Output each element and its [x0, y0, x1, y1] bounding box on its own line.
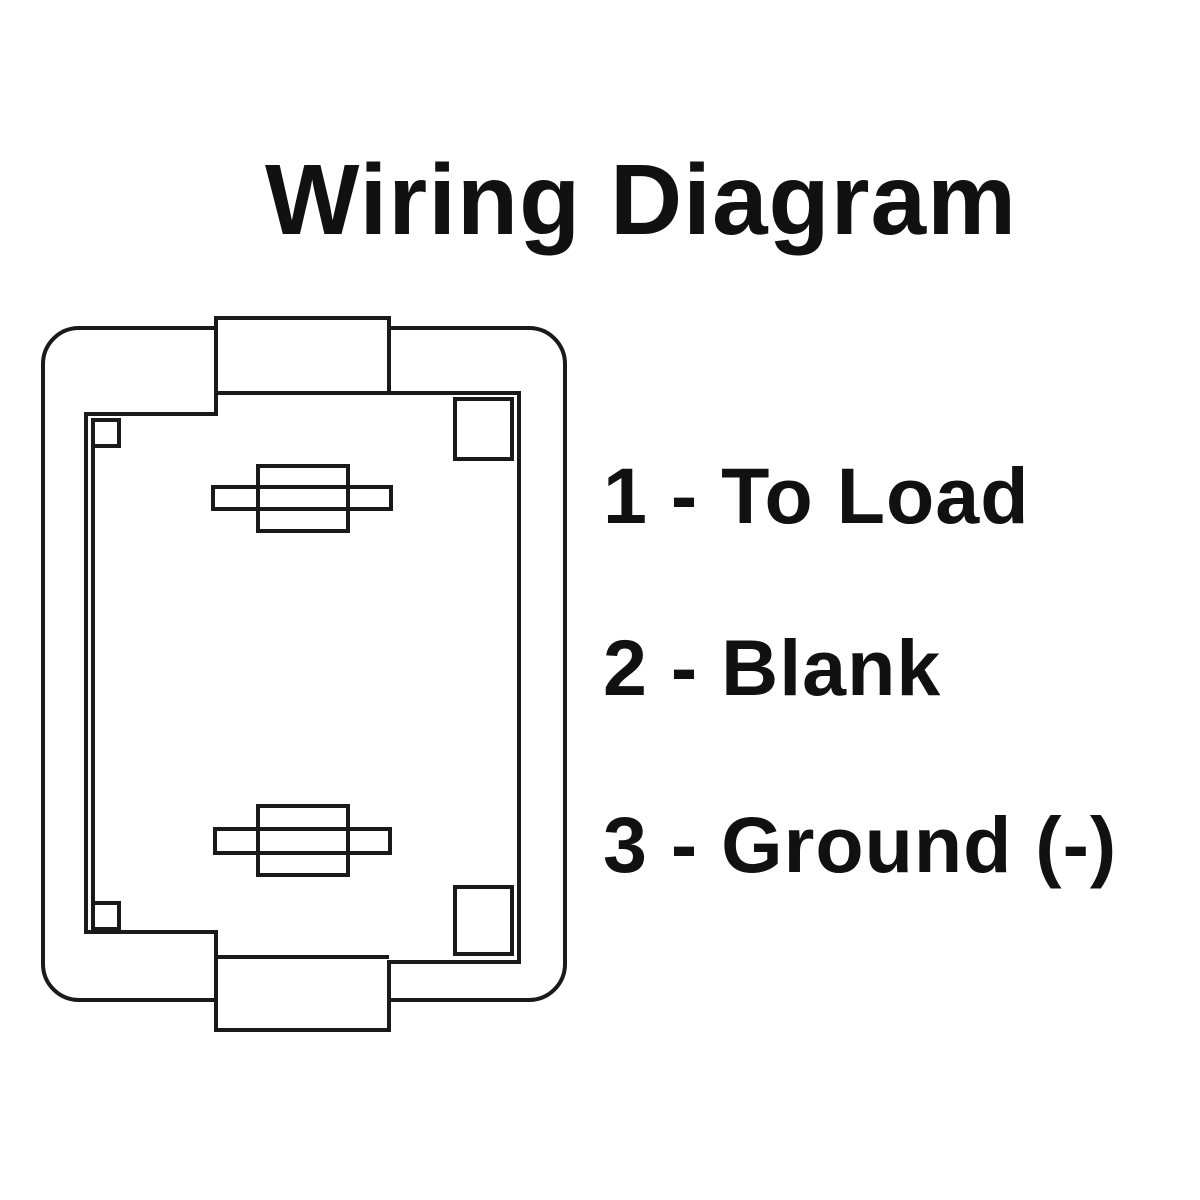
- corner-square-top-left: [91, 418, 121, 448]
- terminal-bottom: [213, 804, 392, 877]
- legend-item-2: 2 - Blank: [603, 623, 942, 712]
- corner-square-bottom-left: [91, 901, 121, 931]
- legend-item-3: 3 - Ground (-): [603, 800, 1118, 889]
- diagram-title: Wiring Diagram: [265, 144, 1018, 256]
- legend-item-1: 1 - To Load: [603, 451, 1030, 540]
- switch-inner-body: [84, 316, 521, 1032]
- terminal-top: [211, 464, 393, 533]
- corner-square-top-right: [453, 397, 514, 461]
- corner-square-bottom-right: [453, 885, 514, 956]
